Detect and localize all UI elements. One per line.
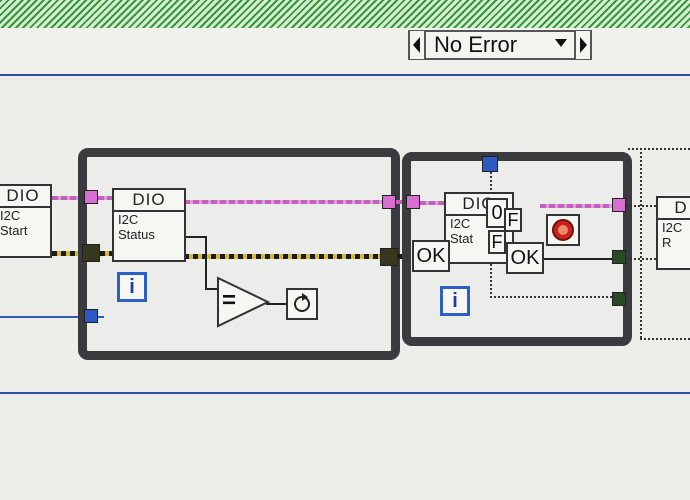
dotted-wire bbox=[626, 205, 656, 207]
boolean-wire bbox=[266, 303, 286, 305]
tunnel-error-in bbox=[82, 244, 100, 262]
dotted-wire bbox=[490, 296, 612, 298]
tunnel-pink-in bbox=[84, 190, 98, 204]
subvi-line2: Stat bbox=[450, 231, 474, 246]
equal-symbol: = bbox=[222, 287, 237, 314]
ok-indicator[interactable]: OK bbox=[506, 242, 544, 274]
i2c-start-subvi[interactable]: DIO I2C Start bbox=[0, 184, 52, 258]
dotted-wire bbox=[628, 148, 690, 150]
frame-divider-bottom bbox=[0, 392, 690, 394]
boolean-constant[interactable]: F bbox=[488, 230, 506, 254]
subvi-line2: Start bbox=[0, 223, 28, 238]
subvi-title: D bbox=[658, 198, 690, 220]
pink-wire bbox=[420, 201, 446, 205]
error-wire bbox=[52, 251, 88, 256]
decrement-arrow-icon[interactable] bbox=[410, 31, 426, 59]
dotted-wire bbox=[626, 258, 656, 260]
error-cluster-text: No Error bbox=[434, 32, 518, 57]
ok-indicator[interactable]: OK bbox=[412, 240, 450, 272]
boolean-wire bbox=[205, 236, 207, 290]
boolean-wire bbox=[544, 258, 612, 260]
increment-arrow-icon[interactable] bbox=[574, 31, 590, 59]
boolean-constant[interactable]: F bbox=[504, 208, 522, 232]
subvi-line1: I2C bbox=[0, 208, 21, 223]
subvi-title: DIO bbox=[114, 190, 184, 212]
pink-wire bbox=[52, 196, 88, 200]
tunnel-error-out bbox=[380, 248, 398, 266]
tunnel-blue-in bbox=[84, 309, 98, 323]
frame-divider-top bbox=[0, 74, 690, 76]
subvi-line2: R bbox=[662, 235, 672, 250]
iteration-terminal: i bbox=[440, 286, 470, 316]
boolean-wire bbox=[205, 288, 223, 290]
subvi-title: DIO bbox=[0, 186, 50, 208]
tunnel-pink-out bbox=[382, 195, 396, 209]
error-wire bbox=[100, 251, 114, 256]
subvi-line1: I2C bbox=[118, 212, 139, 227]
subvi-line2: Status bbox=[118, 227, 155, 242]
pink-wire bbox=[184, 200, 382, 204]
error-wire bbox=[184, 254, 380, 259]
i2c-read-subvi[interactable]: D I2C R bbox=[656, 196, 690, 270]
stop-button-icon[interactable] bbox=[546, 214, 580, 246]
tunnel-blue-top bbox=[482, 156, 498, 172]
i2c-status-subvi[interactable]: DIO I2C Status bbox=[112, 188, 186, 262]
pink-wire bbox=[540, 204, 612, 208]
tunnel-green-out bbox=[612, 292, 626, 306]
blue-wire bbox=[98, 316, 104, 318]
boolean-wire bbox=[186, 236, 206, 238]
subvi-line1: I2C bbox=[450, 216, 471, 231]
equal-comparator-icon[interactable] bbox=[216, 276, 270, 328]
blue-wire bbox=[0, 316, 86, 318]
pink-wire bbox=[98, 196, 114, 200]
dotted-wire bbox=[640, 338, 690, 340]
iteration-terminal: i bbox=[117, 272, 147, 302]
tunnel-green-out bbox=[612, 250, 626, 264]
dotted-wire bbox=[640, 148, 642, 338]
loop-iteration-icon[interactable] bbox=[286, 288, 318, 320]
tunnel-pink-out bbox=[612, 198, 626, 212]
tunnel-pink-in bbox=[406, 195, 420, 209]
chevron-down-icon[interactable] bbox=[553, 36, 569, 52]
subvi-line1: I2C bbox=[662, 220, 683, 235]
